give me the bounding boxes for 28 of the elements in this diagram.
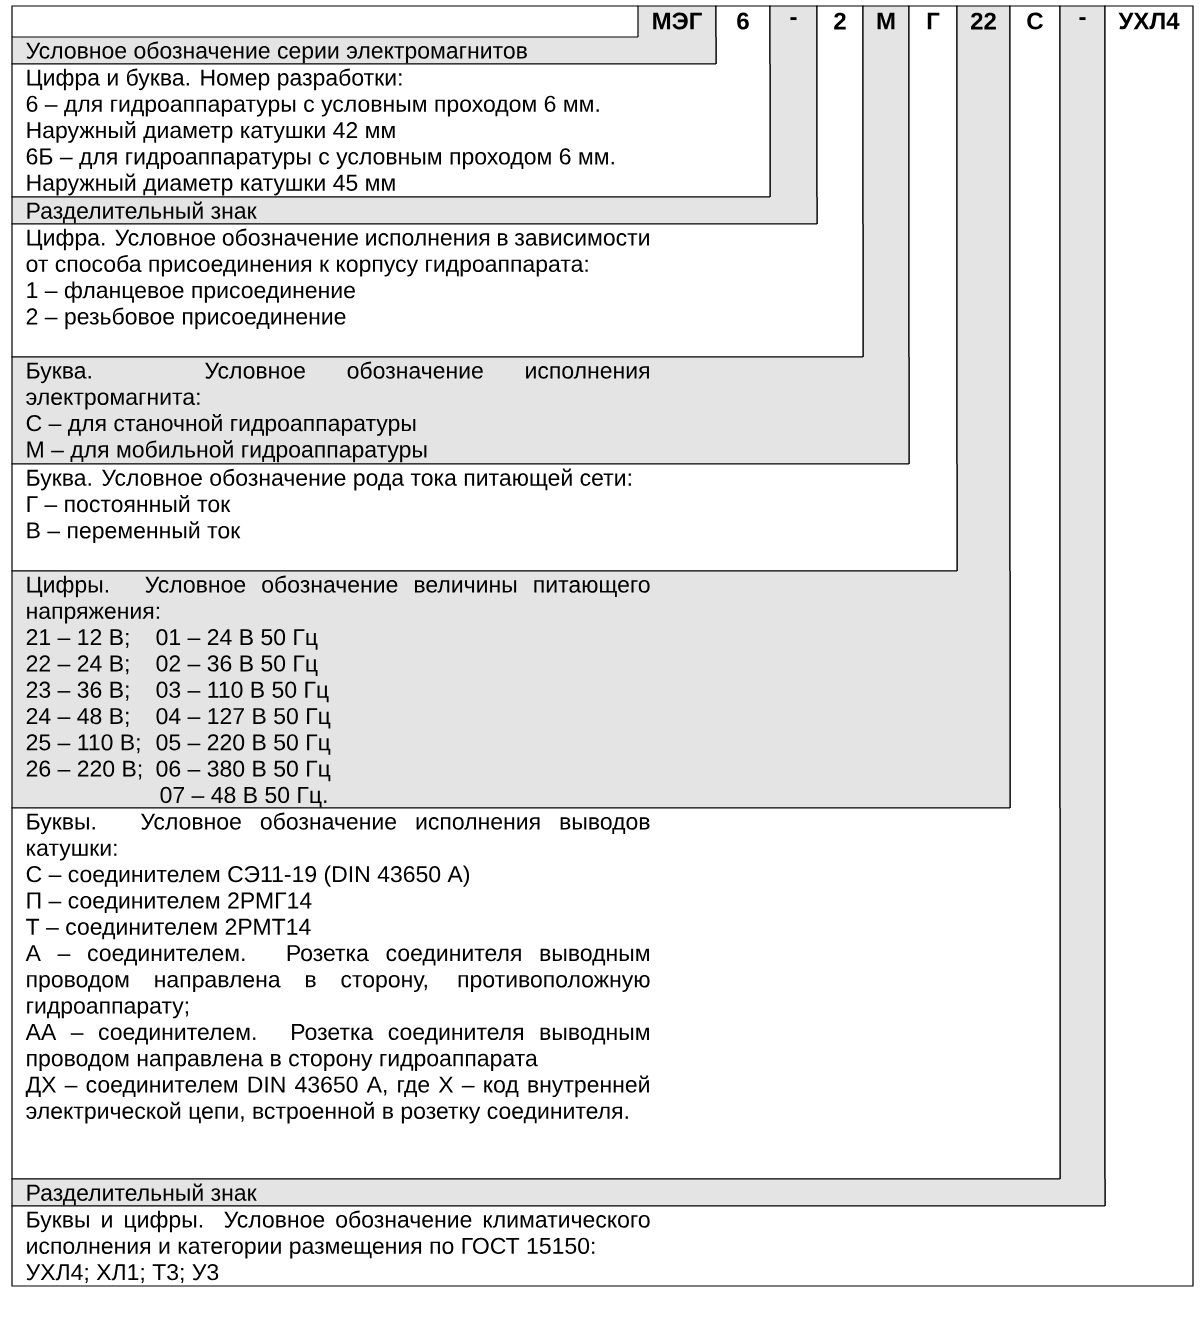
description-cell: Цифра и буква. Номер разработки: 6 – для гидроаппаратуры с условным проходом 6 мм. Наружный диаметр катушки 42 мм 6Б – для гидроаппаратуры с условным проходом 6 мм. Наружный диаметр катушки 45 мм bbox=[11, 63, 771, 198]
node-label: УХЛ4 bbox=[1118, 12, 1180, 30]
description-cell: Буквы. Условное обозначение исполнения выводов катушки: С – соединителем СЭ11-19 (DIN 43650 А) П – соединителем 2РМГ14 Т – соединителем 2РМТ14 А – соединителем. Розетка соединителя выводным проводом направлена в сторону, противоположную гидроаппарату; АА – соединителем. Розетка соединителя выводным проводом направлена в сторону гидроаппарата ДХ – соединителем DIN 43650 А, где Х – код внутренней электрической цепи, встроенной в розетку соединителя. bbox=[11, 807, 1061, 1180]
description-cell: Разделительный знак bbox=[11, 1178, 1106, 1207]
node-label: 22 bbox=[971, 12, 996, 30]
code-cell: - bbox=[769, 5, 818, 198]
node-label: М bbox=[877, 12, 895, 30]
description-cell: Цифра. Условное обозначение исполнения в зависимости от способа присоединения к корпусу гидроаппарата: 1 – фланцевое присоединение 2 – резьбовое присоединение bbox=[11, 223, 864, 358]
code-cell: 2 bbox=[816, 5, 864, 225]
code-cell: Г bbox=[908, 5, 958, 465]
node-label: Г bbox=[927, 12, 940, 30]
description-cell: Буква. Условное обозначение рода тока питающей сети: Г – постоянный ток В – переменный ток bbox=[11, 463, 958, 572]
description-cell: Цифры. Условное обозначение величины питающего напряжения: 21 – 12 В; 01 – 24 В 50 Гц 22 – 24 В; 02 – 36 В 50 Гц 23 – 36 В; 03 – 110 В 50 Гц 24 – 48 В; 04 – 127 В 50 Гц 25 – 110 В; 05 – 220 В 50 Гц 26 – 220 В; 06 – 380 В 50 Гц 07 – 48 В 50 Гц. bbox=[11, 570, 1011, 809]
code-cell: - bbox=[1059, 5, 1106, 1180]
node-label: 2 bbox=[834, 12, 846, 30]
code-cell: С bbox=[1009, 5, 1061, 809]
code-cell: 22 bbox=[956, 5, 1011, 572]
node-label: - bbox=[790, 17, 797, 21]
node-label: 6 bbox=[737, 12, 749, 30]
node-label: МЭГ bbox=[653, 12, 702, 30]
code-cell: МЭГ bbox=[637, 5, 717, 38]
node-label: С bbox=[1027, 12, 1044, 30]
code-cell: 6 bbox=[715, 5, 771, 65]
description-cell: Буквы и цифры. Условное обозначение климатического исполнения и категории размещения по ГОСТ 15150: УХЛ4; ХЛ1; Т3; У3 bbox=[11, 1205, 1194, 1287]
node-label: - bbox=[1079, 17, 1086, 21]
description-cell: Буква. Условное обозначение исполнения электромагнита: С – для станочной гидроаппаратуры М – для мобильной гидроаппаратуры bbox=[11, 356, 910, 465]
code-cell: М bbox=[862, 5, 910, 358]
code-cell: УХЛ4 bbox=[1104, 5, 1194, 1207]
